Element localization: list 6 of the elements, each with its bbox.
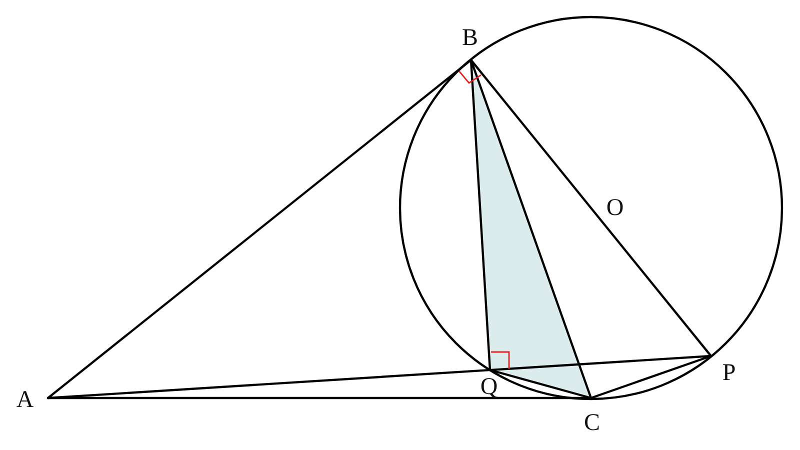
point-label: C — [584, 411, 600, 435]
point-label: O — [606, 196, 624, 220]
point-label: B — [462, 26, 478, 50]
point-label: P — [722, 361, 736, 385]
point-label: A — [16, 388, 34, 412]
point-label: Q — [480, 375, 498, 399]
